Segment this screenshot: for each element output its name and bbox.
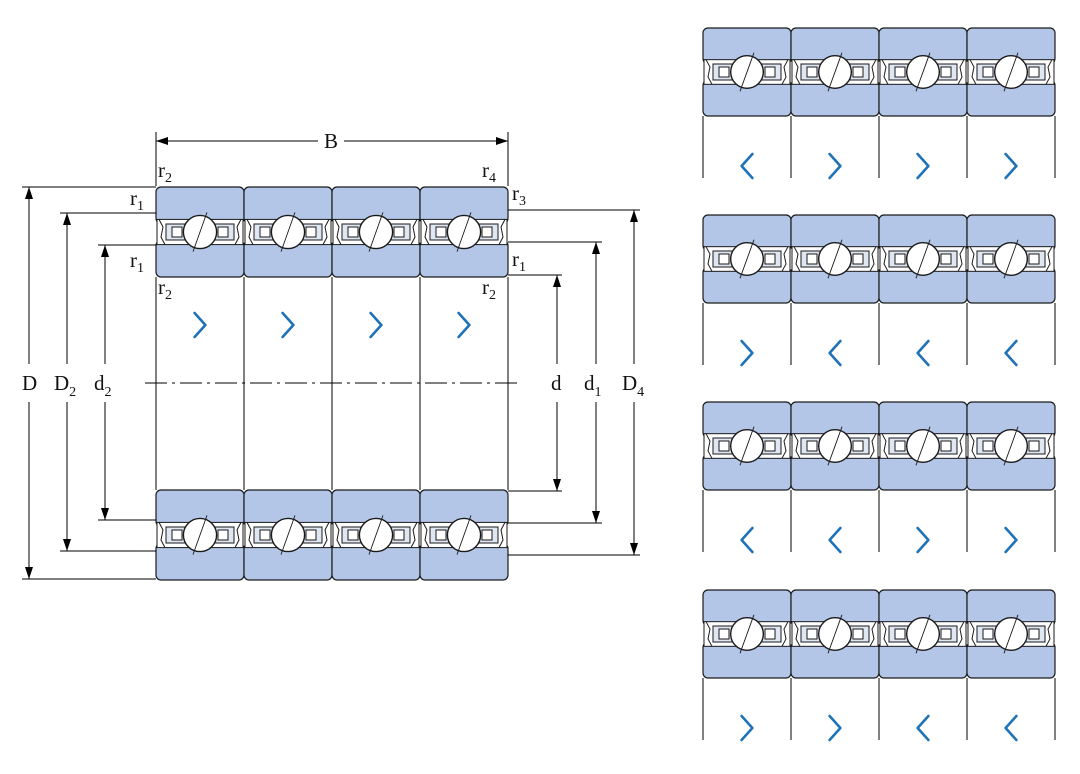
arrangement-variants bbox=[702, 27, 1056, 742]
main-direction-arrows bbox=[193, 311, 471, 339]
dimension-D4: D4 bbox=[622, 210, 644, 555]
bearing-section-top-4 bbox=[419, 186, 509, 278]
chamfer-labels: r2 r1 r1 r2 r4 r3 r1 r2 bbox=[130, 158, 526, 303]
label-r1-inner-left: r1 bbox=[130, 248, 144, 276]
bearing-section-top-2 bbox=[243, 186, 333, 278]
label-r1-inner-right: r1 bbox=[512, 247, 526, 275]
bearing-section-bottom-2 bbox=[243, 489, 333, 581]
arrangement-2-section-4 bbox=[966, 214, 1056, 304]
bearing-section-bottom-4 bbox=[419, 489, 509, 581]
arrangement-3-section-4 bbox=[966, 401, 1056, 491]
arrangement-2-section-1 bbox=[702, 214, 792, 304]
dimension-d2: d2 bbox=[94, 245, 112, 520]
label-D2: D2 bbox=[54, 371, 76, 400]
label-B: B bbox=[324, 129, 338, 153]
arrangement-2 bbox=[702, 214, 1056, 367]
label-r1-top-left: r1 bbox=[130, 186, 144, 214]
chevron-right-icon bbox=[1004, 526, 1018, 554]
arrangement-2-section-3 bbox=[878, 214, 968, 304]
chevron-right-icon bbox=[369, 311, 383, 339]
label-r4-top-right: r4 bbox=[482, 158, 496, 186]
arrangement-1-section-4 bbox=[966, 27, 1056, 117]
bearing-section-top-1 bbox=[155, 186, 245, 278]
chevron-right-icon bbox=[828, 152, 842, 180]
right-extension-lines bbox=[508, 209, 640, 556]
label-r2-inner-right: r2 bbox=[482, 275, 496, 303]
arrangement-2-section-2 bbox=[790, 214, 880, 304]
label-r2-inner-left: r2 bbox=[158, 275, 172, 303]
chevron-right-icon bbox=[1004, 152, 1018, 180]
bearing-section-bottom-1 bbox=[155, 489, 245, 581]
arrangement-3-section-1 bbox=[702, 401, 792, 491]
label-D4: D4 bbox=[622, 371, 644, 400]
label-d: d bbox=[551, 371, 562, 395]
left-extension-lines bbox=[22, 186, 156, 580]
dimension-d: d bbox=[551, 275, 562, 491]
dimension-d1: d1 bbox=[584, 242, 602, 523]
label-d1: d1 bbox=[584, 371, 602, 400]
chevron-right-icon bbox=[916, 152, 930, 180]
chevron-right-icon bbox=[457, 311, 471, 339]
arrangement-4-section-3 bbox=[878, 589, 968, 679]
arrangement-1-section-1 bbox=[702, 27, 792, 117]
dimension-B: B bbox=[155, 129, 509, 186]
arrangement-3 bbox=[702, 401, 1056, 554]
arrangement-4 bbox=[702, 589, 1056, 742]
label-d2: d2 bbox=[94, 371, 112, 400]
dimension-D2: D2 bbox=[54, 213, 76, 551]
chevron-left-icon bbox=[1004, 339, 1018, 367]
arrangement-4-section-1 bbox=[702, 589, 792, 679]
chevron-left-icon bbox=[740, 152, 754, 180]
label-D: D bbox=[22, 371, 37, 395]
label-r2-top-left: r2 bbox=[158, 158, 172, 186]
arrangement-1 bbox=[702, 27, 1056, 180]
chevron-right-icon bbox=[281, 311, 295, 339]
chevron-left-icon bbox=[740, 526, 754, 554]
main-bearing-units bbox=[155, 186, 509, 581]
label-r3-top-right: r3 bbox=[512, 181, 526, 209]
chevron-left-icon bbox=[916, 714, 930, 742]
bearing-section-top-3 bbox=[331, 186, 421, 278]
arrangement-1-section-3 bbox=[878, 27, 968, 117]
dimension-D: D bbox=[22, 187, 37, 579]
arrangement-4-section-4 bbox=[966, 589, 1056, 679]
arrangement-3-section-3 bbox=[878, 401, 968, 491]
arrangement-1-section-2 bbox=[790, 27, 880, 117]
arrangement-4-section-2 bbox=[790, 589, 880, 679]
chevron-left-icon bbox=[828, 339, 842, 367]
chevron-left-icon bbox=[1004, 714, 1018, 742]
chevron-right-icon bbox=[740, 714, 754, 742]
chevron-left-icon bbox=[828, 526, 842, 554]
chevron-right-icon bbox=[916, 526, 930, 554]
chevron-right-icon bbox=[828, 714, 842, 742]
chevron-left-icon bbox=[916, 339, 930, 367]
chevron-right-icon bbox=[193, 311, 207, 339]
arrangement-3-section-2 bbox=[790, 401, 880, 491]
main-bearing-set bbox=[145, 186, 518, 581]
chevron-right-icon bbox=[740, 339, 754, 367]
bearing-section-bottom-3 bbox=[331, 489, 421, 581]
